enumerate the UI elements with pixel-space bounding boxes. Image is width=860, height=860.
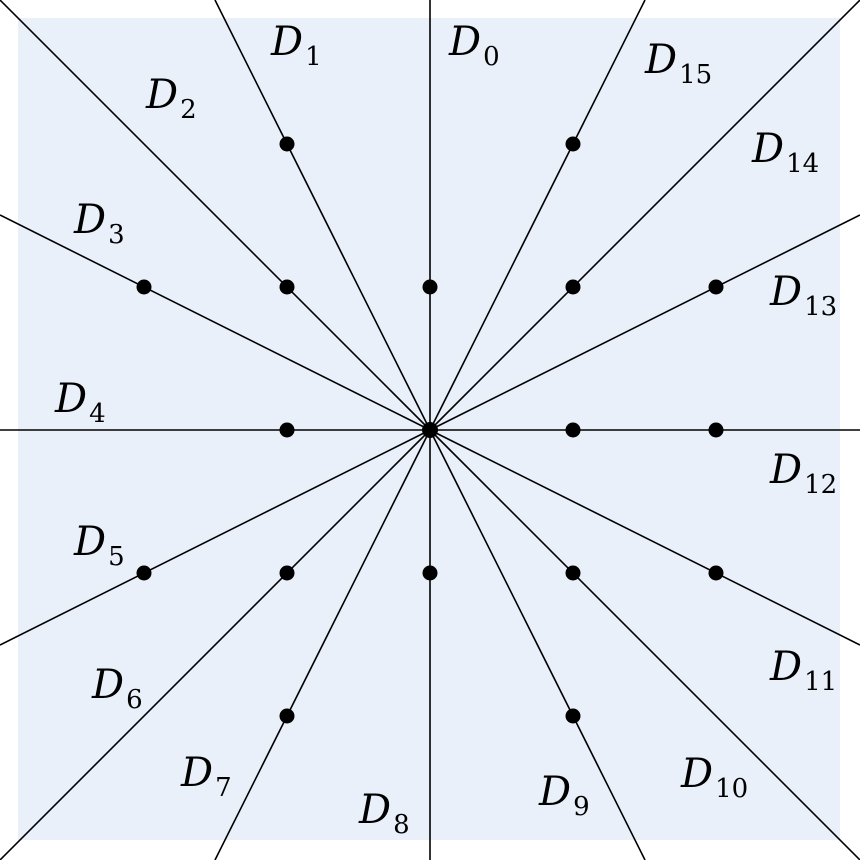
lattice-point bbox=[136, 279, 152, 295]
ray-label-index: 10 bbox=[715, 774, 748, 804]
ray-label-index: 7 bbox=[215, 773, 232, 803]
ray-label-index: 3 bbox=[108, 220, 125, 250]
ray-line-d3 bbox=[0, 214, 431, 431]
lattice-point bbox=[279, 136, 295, 152]
ray-label-d8: D8 bbox=[358, 787, 410, 840]
ray-label-index: 1 bbox=[305, 42, 322, 72]
ray-label-index: 5 bbox=[108, 542, 125, 572]
ray-line-d14 bbox=[429, 0, 860, 431]
ray-label-index: 11 bbox=[804, 667, 837, 697]
ray-label-index: 9 bbox=[573, 792, 590, 822]
lattice-points-layer bbox=[136, 136, 724, 724]
ray-label-index: 14 bbox=[786, 149, 819, 179]
ray-label-index: 6 bbox=[126, 685, 143, 715]
ray-line-d11 bbox=[429, 429, 860, 646]
lattice-point bbox=[422, 565, 438, 581]
lattice-point bbox=[708, 279, 724, 295]
ray-line-d9 bbox=[429, 429, 646, 860]
lattice-point bbox=[565, 565, 581, 581]
lattice-point bbox=[565, 422, 581, 438]
ray-line-d6 bbox=[0, 429, 431, 860]
lattice-point bbox=[136, 565, 152, 581]
lattice-point bbox=[708, 565, 724, 581]
ray-label-index: 4 bbox=[89, 399, 106, 429]
ray-label-index: 12 bbox=[804, 470, 837, 500]
lattice-point bbox=[565, 708, 581, 724]
ray-label-d1: D1 bbox=[270, 19, 322, 72]
ray-label-index: 13 bbox=[804, 292, 837, 322]
ray-line-d1 bbox=[214, 0, 431, 431]
lattice-point bbox=[565, 279, 581, 295]
ray-line-d5 bbox=[0, 429, 431, 646]
ray-line-d7 bbox=[214, 429, 431, 860]
ray-line-d10 bbox=[429, 429, 860, 860]
ray-label-index: 2 bbox=[180, 95, 197, 125]
lattice-point bbox=[422, 279, 438, 295]
lattice-point bbox=[565, 136, 581, 152]
lattice-point bbox=[279, 422, 295, 438]
lattice-point bbox=[279, 708, 295, 724]
ray-label-index: 8 bbox=[393, 810, 410, 840]
ray-line-d15 bbox=[429, 0, 646, 431]
ray-line-d13 bbox=[429, 214, 860, 431]
ray-label-index: 15 bbox=[679, 60, 712, 90]
lattice-point bbox=[708, 422, 724, 438]
origin-point bbox=[422, 422, 438, 438]
lattice-point bbox=[279, 565, 295, 581]
ray-line-d2 bbox=[0, 0, 431, 431]
lattice-point bbox=[279, 279, 295, 295]
ray-label-index: 0 bbox=[483, 42, 500, 72]
